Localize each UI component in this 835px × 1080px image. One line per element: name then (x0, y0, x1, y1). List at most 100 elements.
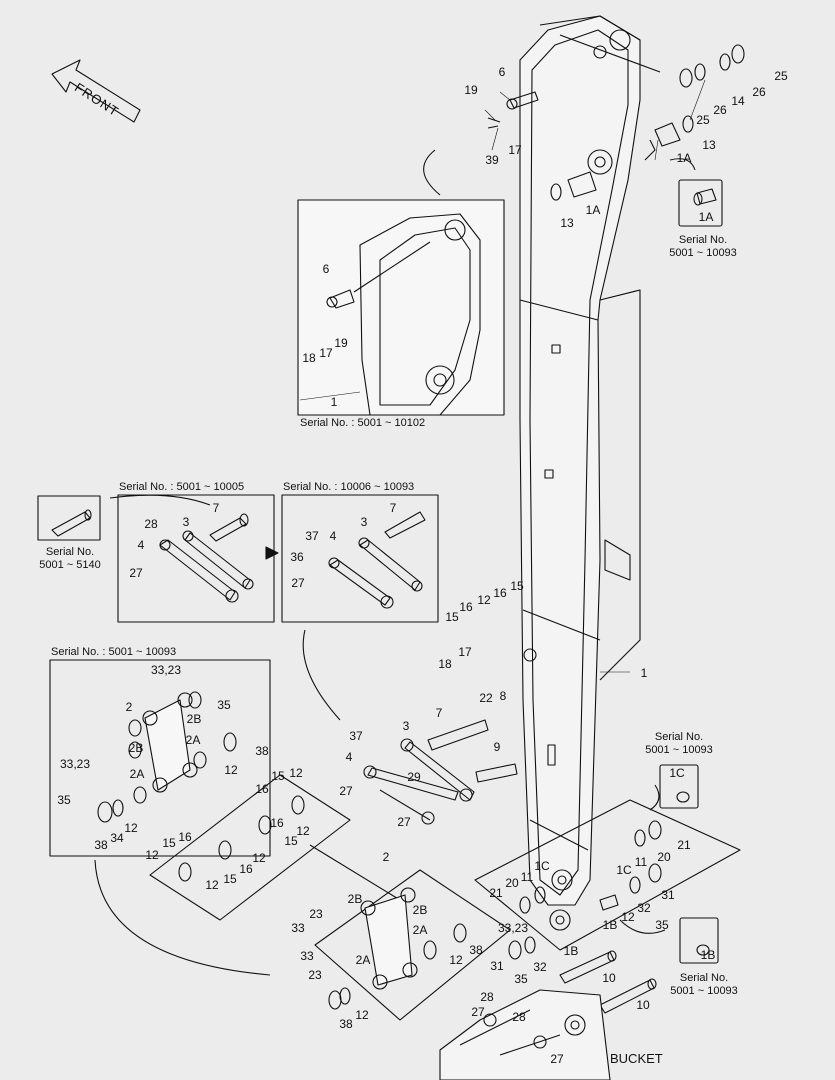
part-label: 16 (459, 600, 473, 614)
part-label: 21 (489, 886, 503, 900)
part-label: 16 (178, 830, 192, 844)
part-label: 7 (212, 501, 220, 515)
part-label: 27 (129, 566, 143, 580)
part-label: 12 (124, 821, 138, 835)
part-label: 4 (137, 538, 145, 552)
part-label: 20 (505, 876, 519, 890)
part-label: 3 (360, 515, 368, 529)
part-label: 12 (449, 953, 463, 967)
part-label: 35 (514, 972, 528, 986)
part-label: 37 (349, 729, 363, 743)
part-label: 16 (270, 816, 284, 830)
part-label: 27 (397, 815, 411, 829)
panel-header-link-assy: Serial No. : 5001 ~ 10093 (51, 646, 177, 658)
part-label: 2A (185, 733, 201, 747)
bucket-shape (439, 989, 611, 1080)
part-label: 17 (508, 143, 522, 157)
part-label: 2B (128, 741, 144, 755)
part-label: 16 (239, 862, 253, 876)
part-label: 2B (186, 712, 202, 726)
part-label: 33 (291, 921, 305, 935)
part-label: 35 (57, 793, 71, 807)
part-label: 12 (145, 848, 159, 862)
callout-box-1c: 1C (669, 766, 685, 780)
part-label: 27 (471, 1005, 485, 1019)
part-label: 15 (510, 579, 524, 593)
part-label: 2B (347, 892, 363, 906)
front-arrow-icon (51, 59, 141, 123)
part-label: 22 (479, 691, 493, 705)
part-label: 36 (290, 550, 304, 564)
part-label: 1B (563, 944, 579, 958)
part-label: 9 (493, 740, 501, 754)
serial-caption-1b: Serial No.5001 ~ 10093 (670, 972, 738, 997)
part-label: 15 (445, 610, 459, 624)
part-label: 6 (498, 65, 506, 79)
part-label: 28 (512, 1010, 526, 1024)
part-label: 34 (110, 831, 124, 845)
part-label: 15 (284, 834, 298, 848)
part-label: 12 (205, 878, 219, 892)
serial-caption-1a: Serial No.5001 ~ 10093 (669, 234, 737, 259)
part-label: 10 (636, 998, 650, 1012)
part-label: 33,23 (150, 663, 182, 677)
part-label: 16 (255, 782, 269, 796)
part-label: 12 (355, 1008, 369, 1022)
part-label: 10 (602, 971, 616, 985)
callout-box-1b: 1B (700, 948, 716, 962)
part-label: 4 (345, 750, 353, 764)
part-label: 16 (493, 586, 507, 600)
part-label: 20 (657, 850, 671, 864)
part-label: 7 (435, 706, 443, 720)
part-label: 38 (94, 838, 108, 852)
part-label: 1 (330, 395, 338, 409)
part-label: 12 (621, 910, 635, 924)
part-label: 15 (223, 872, 237, 886)
part-label: 13 (702, 138, 716, 152)
part-label: 28 (144, 517, 158, 531)
part-label: 1 (640, 666, 648, 680)
part-label: 13 (560, 216, 574, 230)
part-label: 38 (339, 1017, 353, 1031)
part-label: 33,23 (59, 757, 91, 771)
part-label: 18 (302, 351, 316, 365)
part-label: 11 (634, 855, 648, 869)
part-label: 28 (480, 990, 494, 1004)
part-label: 18 (438, 657, 452, 671)
part-label: 23 (308, 968, 322, 982)
part-label: 11 (520, 870, 534, 884)
part-label: 29 (407, 770, 421, 784)
part-label: 27 (339, 784, 353, 798)
part-label: 1C (534, 859, 550, 873)
part-label: 17 (319, 346, 333, 360)
part-label: 39 (485, 153, 499, 167)
part-label: 12 (296, 824, 310, 838)
part-label: 1A (585, 203, 601, 217)
part-label: 38 (255, 744, 269, 758)
part-label: 1A (676, 151, 692, 165)
part-label: 2B (412, 903, 428, 917)
part-label: 12 (252, 851, 266, 865)
part-label: 31 (490, 959, 504, 973)
part-label: 2A (412, 923, 428, 937)
part-label: 25 (774, 69, 788, 83)
part-label: 37 (305, 529, 319, 543)
boom-arm (519, 15, 656, 931)
panel-header-links-early: Serial No. : 5001 ~ 10005 (119, 481, 245, 493)
part-label: 2A (129, 767, 145, 781)
part-label: 26 (713, 103, 727, 117)
part-label: 3 (182, 515, 190, 529)
bucket-label: BUCKET (610, 1051, 663, 1066)
part-label: 14 (731, 94, 745, 108)
part-label: 12 (289, 766, 303, 780)
part-label: 38 (469, 943, 483, 957)
part-label: 32 (637, 901, 651, 915)
part-label: 35 (217, 698, 231, 712)
part-label: 1B (602, 918, 618, 932)
panel-header-links-late: Serial No. : 10006 ~ 10093 (283, 481, 415, 493)
part-label: 6 (322, 262, 330, 276)
part-label: 35 (655, 918, 669, 932)
part-label: 19 (334, 336, 348, 350)
